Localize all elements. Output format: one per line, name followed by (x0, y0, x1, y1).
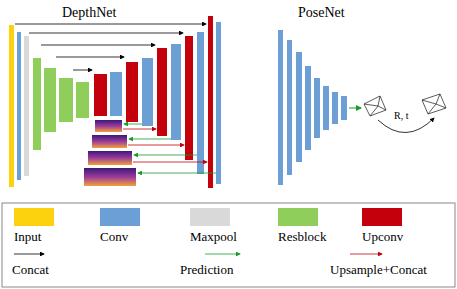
legend-frame (2, 203, 455, 287)
legend-text: Maxpool (190, 230, 237, 244)
pose-arrow (349, 108, 361, 109)
legend-sample (350, 254, 382, 255)
network-label: DepthNet (62, 5, 116, 20)
legend-sample (205, 254, 240, 255)
legend-text: Conv (100, 230, 128, 244)
posenet-layers (278, 30, 347, 185)
concat-arrows (15, 24, 206, 70)
legend-swatch (190, 208, 230, 226)
legend-text: Input (14, 230, 41, 244)
legend-swatch (100, 208, 140, 226)
prediction-arrows (123, 124, 216, 173)
network-label: PoseNet (298, 5, 345, 20)
legend-text: Concat (12, 263, 49, 277)
legend-text: Upconv (362, 230, 403, 244)
legend-swatch (278, 208, 318, 226)
legend-text: Prediction (180, 263, 233, 277)
legend-swatch (14, 208, 54, 226)
legend-sample (14, 254, 44, 255)
network-label: R, t (394, 110, 408, 121)
legend-text: Resblock (278, 230, 326, 244)
legend-text: Upsample+Concat (330, 263, 427, 277)
depthnet-layers (9, 16, 221, 188)
legend-swatch (362, 208, 402, 226)
depth-maps (84, 120, 136, 186)
